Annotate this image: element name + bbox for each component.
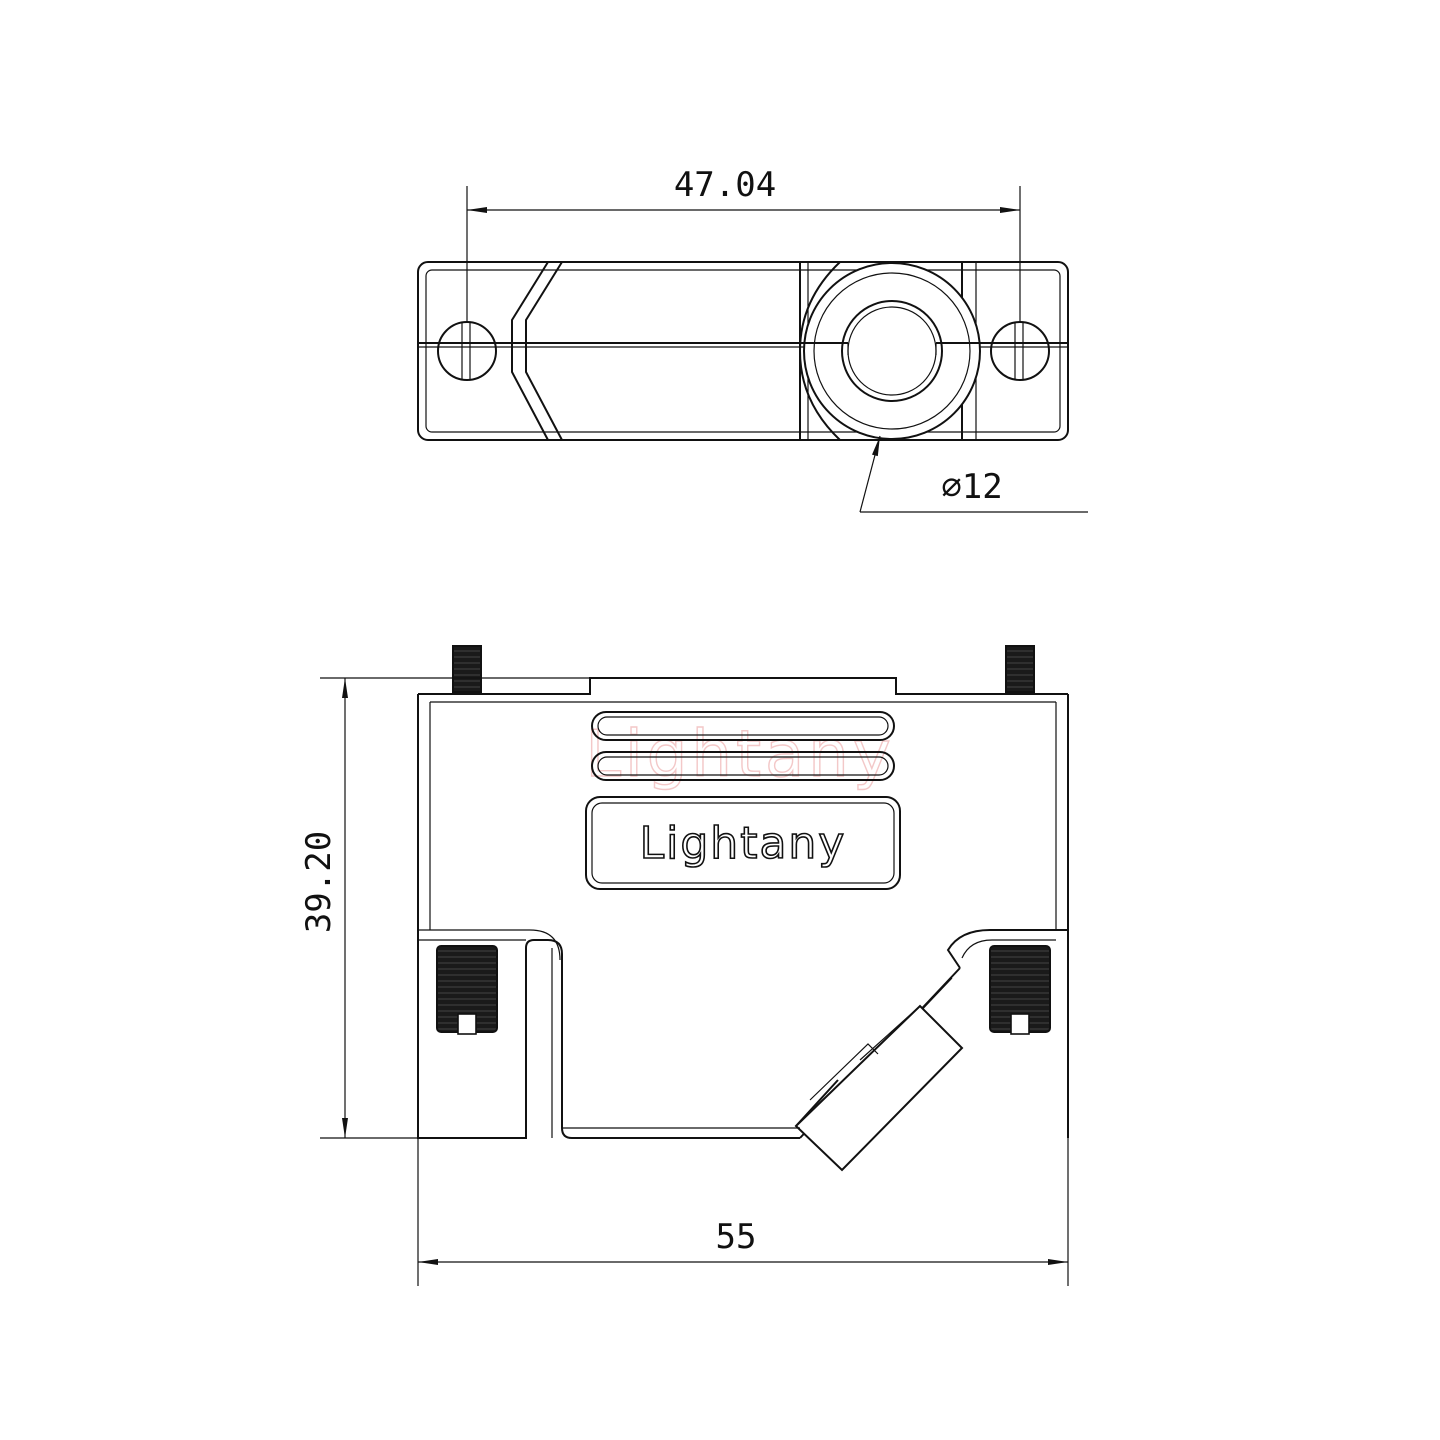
brand-logo-text: Lightany (640, 818, 847, 869)
dimension-bottom-width: 55 (417, 1138, 1069, 1286)
cable-outlet (798, 261, 981, 441)
vent-slot-lower (591, 751, 895, 781)
front-view: Lightany Lightany (417, 645, 1069, 1172)
left-jack-screw (452, 645, 482, 693)
dimension-height: 39.20 (299, 677, 590, 1139)
diameter-label: ∅12 (941, 467, 1002, 507)
right-jack-screw (1005, 645, 1035, 693)
vent-slot-upper (591, 711, 895, 741)
left-knurled-screw (436, 945, 498, 1035)
right-knurled-screw (989, 945, 1051, 1035)
top-view (417, 261, 1069, 441)
dimension-top-width: 47.04 (466, 165, 1021, 322)
bottom-width-label: 55 (716, 1217, 757, 1257)
cable-exit-angled (794, 967, 964, 1172)
left-screw-head-top (437, 321, 497, 381)
dimension-diameter: ∅12 (859, 435, 1088, 513)
right-screw-head-top (990, 321, 1050, 381)
logo-plate (585, 796, 901, 890)
height-label: 39.20 (299, 831, 339, 933)
top-view-outline (417, 261, 1069, 441)
top-width-label: 47.04 (674, 165, 776, 205)
